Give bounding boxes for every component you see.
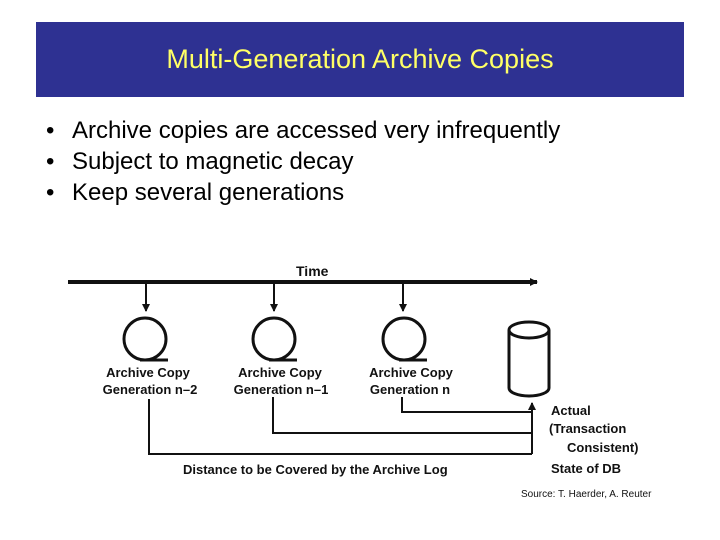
bullet-item: • Subject to magnetic decay: [46, 149, 560, 175]
copy-label: Generation n: [370, 382, 450, 397]
source-credit: Source: T. Haerder, A. Reuter: [521, 489, 652, 500]
copy-label: Archive Copy: [238, 365, 323, 380]
archive-log-path: [148, 397, 532, 455]
tape-icon: [251, 316, 297, 362]
title-bar: Multi-Generation Archive Copies: [36, 22, 684, 97]
db-state-label: Actual: [551, 403, 591, 418]
database-icon: [507, 320, 551, 398]
tape-icon: [381, 316, 427, 362]
bullet-list: • Archive copies are accessed very infreq…: [46, 118, 560, 211]
time-label: Time: [296, 263, 329, 279]
bullet-text: Keep several generations: [72, 179, 345, 206]
bullet-text: Archive copies are accessed very infrequ…: [72, 117, 561, 144]
slide-title: Multi-Generation Archive Copies: [166, 44, 554, 74]
bullet-dot: •: [46, 117, 55, 144]
bullet-item: • Archive copies are accessed very infreq…: [46, 118, 560, 144]
bullet-dot: •: [46, 148, 55, 175]
distance-label: Distance to be Covered by the Archive Lo…: [183, 462, 448, 477]
tape-icon: [122, 316, 168, 362]
db-state-label: Consistent): [567, 440, 639, 455]
copy-label: Archive Copy: [106, 365, 191, 380]
db-state-label: State of DB: [551, 461, 621, 476]
copy-label: Generation n–1: [234, 382, 329, 397]
copy-label: Generation n–2: [103, 382, 198, 397]
copy-label: Archive Copy: [369, 365, 454, 380]
db-state-label: (Transaction: [549, 421, 626, 436]
bullet-text: Subject to magnetic decay: [72, 148, 354, 175]
bullet-item: • Keep several generations: [46, 180, 560, 206]
bullet-dot: •: [46, 179, 55, 206]
